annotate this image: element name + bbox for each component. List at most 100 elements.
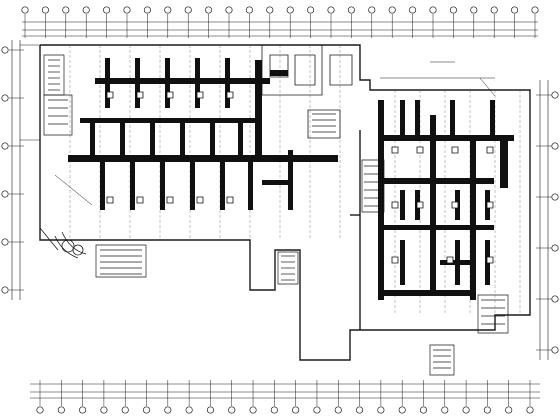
building-outline	[40, 45, 530, 360]
duct-segment	[105, 58, 110, 108]
duct-segment	[470, 140, 476, 300]
duct-segment	[135, 58, 140, 108]
axis-bubble-icon	[450, 7, 456, 13]
axis-bubble-icon	[226, 7, 232, 13]
stair-bottom-right	[430, 295, 508, 375]
duct-segment	[100, 162, 105, 210]
axis-bubble-icon	[124, 7, 130, 13]
duct-diffuser-icon	[487, 257, 493, 263]
duct-diffuser-icon	[227, 197, 233, 203]
duct-segment	[384, 135, 514, 141]
duct-segment	[490, 100, 495, 136]
axis-bubble-icon	[229, 407, 235, 413]
duct-segment	[262, 180, 292, 185]
duct-segment	[210, 123, 215, 155]
axis-bubble-icon	[471, 7, 477, 13]
axis-bubble-icon	[552, 194, 558, 200]
duct-segment	[384, 225, 494, 230]
axis-bubble-icon	[2, 191, 8, 197]
entrance-canopy	[40, 228, 87, 259]
axis-bubble-icon	[552, 347, 558, 353]
axis-bubble-icon	[143, 407, 149, 413]
bottom-axis-bubbles	[37, 380, 533, 413]
duct-segment	[95, 78, 270, 84]
axis-bubble-icon	[122, 407, 128, 413]
duct-diffuser-icon	[167, 92, 173, 98]
duct-segment	[238, 123, 243, 155]
duct-segment	[415, 100, 420, 136]
axis-bubble-icon	[42, 7, 48, 13]
top-axis-bubbles	[22, 7, 538, 38]
axis-bubble-icon	[420, 407, 426, 413]
duct-diffuser-icon	[197, 197, 203, 203]
left-dimension-chain	[12, 40, 20, 300]
duct-diffuser-icon	[417, 147, 423, 153]
supply-duct-network	[68, 58, 514, 300]
axis-bubble-icon	[205, 7, 211, 13]
axis-bubble-icon	[186, 407, 192, 413]
duct-diffuser-icon	[392, 257, 398, 263]
duct-segment	[165, 58, 170, 108]
left-axis-bubbles	[2, 47, 24, 293]
central-shafts	[262, 45, 352, 138]
axis-bubble-icon	[37, 407, 43, 413]
duct-segment	[450, 100, 455, 136]
duct-diffuser-icon	[107, 92, 113, 98]
stair-core-upper-left	[44, 55, 72, 135]
axis-bubble-icon	[63, 7, 69, 13]
axis-bubble-icon	[58, 407, 64, 413]
axis-bubble-icon	[463, 407, 469, 413]
axis-bubble-icon	[267, 7, 273, 13]
duct-diffuser-icon	[167, 197, 173, 203]
axis-bubble-icon	[2, 239, 8, 245]
axis-bubble-icon	[484, 407, 490, 413]
duct-segment	[248, 162, 253, 210]
axis-bubble-icon	[2, 47, 8, 53]
axis-bubble-icon	[271, 407, 277, 413]
duct-segment	[500, 138, 508, 188]
axis-bubble-icon	[250, 407, 256, 413]
duct-segment	[130, 162, 135, 210]
axis-bubble-icon	[101, 407, 107, 413]
duct-segment	[190, 162, 195, 210]
duct-segment	[90, 123, 95, 155]
duct-segment	[440, 260, 475, 265]
axis-bubble-icon	[369, 7, 375, 13]
axis-bubble-icon	[2, 143, 8, 149]
duct-segment	[384, 178, 494, 184]
duct-diffuser-icon	[197, 92, 203, 98]
axis-bubble-icon	[356, 407, 362, 413]
axis-bubble-icon	[532, 7, 538, 13]
axis-bubble-icon	[527, 407, 533, 413]
stair-lower-left	[96, 245, 146, 277]
axis-bubble-icon	[246, 7, 252, 13]
axis-bubble-icon	[378, 407, 384, 413]
duct-segment	[400, 100, 405, 136]
duct-segment	[378, 100, 384, 300]
axis-bubble-icon	[185, 7, 191, 13]
duct-diffuser-icon	[487, 202, 493, 208]
duct-diffuser-icon	[447, 257, 453, 263]
axis-bubble-icon	[491, 7, 497, 13]
axis-bubble-icon	[292, 407, 298, 413]
right-axis-bubbles	[536, 92, 558, 353]
leader-lines	[20, 45, 495, 205]
stair-lower-center	[278, 252, 298, 284]
duct-segment	[225, 58, 230, 108]
axis-bubble-icon	[335, 407, 341, 413]
axis-bubble-icon	[409, 7, 415, 13]
bottom-dimension-chain	[30, 384, 540, 398]
duct-diffuser-icon	[392, 147, 398, 153]
axis-bubble-icon	[511, 7, 517, 13]
axis-bubble-icon	[389, 7, 395, 13]
duct-diffuser-icon	[452, 147, 458, 153]
axis-bubble-icon	[79, 407, 85, 413]
duct-diffuser-icon	[392, 202, 398, 208]
duct-segment	[150, 123, 155, 155]
duct-segment	[220, 162, 225, 210]
axis-bubble-icon	[2, 287, 8, 293]
axis-bubble-icon	[83, 7, 89, 13]
axis-bubble-icon	[348, 7, 354, 13]
axis-bubble-icon	[552, 92, 558, 98]
